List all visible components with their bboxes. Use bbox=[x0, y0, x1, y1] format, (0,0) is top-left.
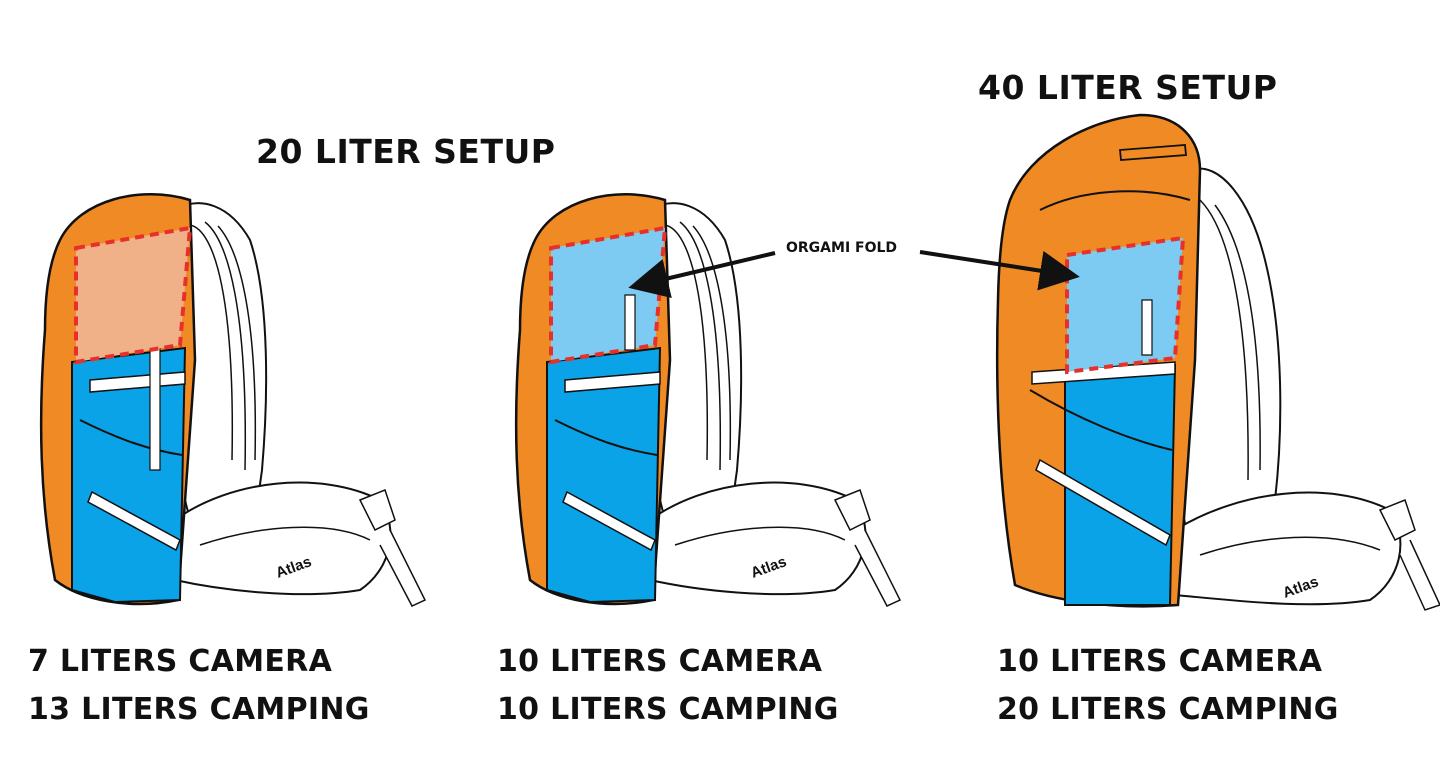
fold-arrow-right bbox=[919, 250, 1080, 291]
backpack-20l-unfolded: Atlas bbox=[39, 193, 427, 607]
caption-panel-1: 7 LITERS CAMERA 13 LITERS CAMPING bbox=[28, 638, 370, 734]
backpack-40l: Atlas bbox=[995, 113, 1440, 611]
title-40-liter-setup: 40 LITER SETUP bbox=[978, 68, 1278, 107]
fold-arrow-left bbox=[628, 251, 776, 299]
camera-capacity: 10 LITERS CAMERA bbox=[497, 644, 823, 679]
camping-capacity: 10 LITERS CAMPING bbox=[497, 692, 839, 727]
harness-frame bbox=[173, 202, 427, 607]
harness-frame bbox=[1174, 167, 1440, 611]
camera-capacity: 7 LITERS CAMERA bbox=[28, 644, 333, 679]
fold-zone bbox=[549, 225, 668, 365]
title-20-liter-setup: 20 LITER SETUP bbox=[256, 132, 556, 171]
fold-label: ORGAMI FOLD bbox=[786, 240, 898, 256]
harness-frame bbox=[648, 202, 902, 607]
caption-panel-3: 10 LITERS CAMERA 20 LITERS CAMPING bbox=[997, 638, 1339, 734]
fold-zone bbox=[74, 225, 193, 365]
camping-capacity: 13 LITERS CAMPING bbox=[28, 692, 370, 727]
caption-panel-2: 10 LITERS CAMERA 10 LITERS CAMPING bbox=[497, 638, 839, 734]
camping-capacity: 20 LITERS CAMPING bbox=[997, 692, 1339, 727]
fold-zone bbox=[1065, 235, 1186, 375]
backpack-20l-folded: Atlas bbox=[514, 193, 902, 607]
camera-capacity: 10 LITERS CAMERA bbox=[997, 644, 1323, 679]
